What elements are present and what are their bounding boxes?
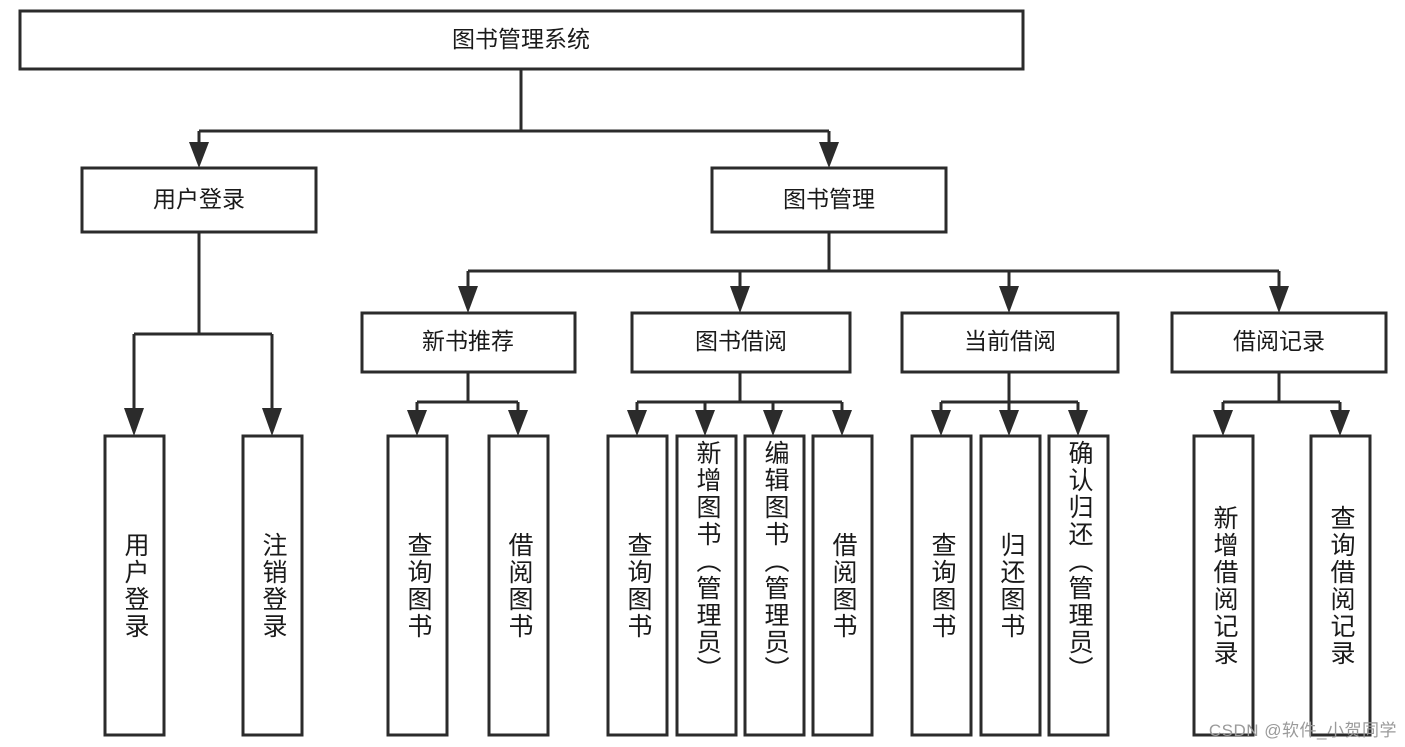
arrow-head-icon-br-leaf-1 <box>1213 410 1233 436</box>
connector-layer <box>124 69 1350 436</box>
node-root[interactable]: 图书管理系统 <box>18 9 1025 71</box>
node-borrow-record[interactable]: 借阅记录 <box>1170 311 1388 374</box>
leaf-rect-new-book-1[interactable] <box>386 434 449 737</box>
node-book-borrow-rect[interactable] <box>630 311 852 374</box>
arrow-head-icon-bb-leaf-3 <box>763 410 783 436</box>
node-new-book-recommend-label: 新书推荐 <box>422 328 514 354</box>
arrow-head-icon-nb-leaf-1 <box>407 410 427 436</box>
arrow-head-icon-l3-1 <box>458 286 478 313</box>
arrow-head-icon-cb-leaf-1 <box>931 410 951 436</box>
arrow-head-icon-user-login <box>189 142 209 168</box>
node-borrow-record-rect[interactable] <box>1170 311 1388 374</box>
leaf-rect-book-borrow-1[interactable] <box>606 434 669 737</box>
arrow-head-icon-ul-leaf-1 <box>124 408 144 436</box>
leaf-rect-borrow-record-2[interactable] <box>1309 434 1372 737</box>
arrow-head-icon-bb-leaf-4 <box>832 410 852 436</box>
leaf-rect-book-borrow-4[interactable] <box>811 434 874 737</box>
node-book-borrow[interactable]: 图书借阅 <box>630 311 852 374</box>
arrow-head-icon-nb-leaf-2 <box>508 410 528 436</box>
arrow-head-icon-l3-4 <box>1269 286 1289 313</box>
leaf-rect-book-borrow-3[interactable] <box>743 434 806 737</box>
node-book-manage-label: 图书管理 <box>783 186 875 212</box>
node-book-manage[interactable]: 图书管理 <box>710 166 948 234</box>
arrow-head-icon-ul-leaf-2 <box>262 408 282 436</box>
node-user-login-rect[interactable] <box>80 166 318 234</box>
leaf-rect-user-login-1[interactable] <box>103 434 166 737</box>
leaf-rect-current-borrow-1[interactable] <box>910 434 973 737</box>
node-root-label: 图书管理系统 <box>452 26 590 52</box>
leaf-rect-borrow-record-1[interactable] <box>1192 434 1255 737</box>
arrow-head-icon-br-leaf-2 <box>1330 410 1350 436</box>
leaf-rect-user-login-2[interactable] <box>241 434 304 737</box>
node-borrow-record-label: 借阅记录 <box>1233 328 1325 354</box>
arrow-head-icon-bb-leaf-1 <box>627 410 647 436</box>
watermark-label: CSDN @软件_小贺同学 <box>1208 721 1397 740</box>
node-user-login-label: 用户登录 <box>153 186 245 212</box>
node-book-manage-rect[interactable] <box>710 166 948 234</box>
node-root-rect[interactable] <box>18 9 1025 71</box>
arrow-head-icon-l3-2 <box>730 286 750 313</box>
node-current-borrow-rect[interactable] <box>900 311 1120 374</box>
arrow-head-icon-cb-leaf-2 <box>999 410 1019 436</box>
node-new-book-recommend-rect[interactable] <box>360 311 577 374</box>
node-current-borrow-label: 当前借阅 <box>964 328 1056 354</box>
node-new-book-recommend[interactable]: 新书推荐 <box>360 311 577 374</box>
arrow-head-icon-book-manage <box>819 142 839 168</box>
arrow-head-icon-cb-leaf-3 <box>1068 410 1088 436</box>
leaf-rect-new-book-2[interactable] <box>487 434 550 737</box>
node-book-borrow-label: 图书借阅 <box>695 328 787 354</box>
leaf-rect-current-borrow-2[interactable] <box>979 434 1042 737</box>
node-current-borrow[interactable]: 当前借阅 <box>900 311 1120 374</box>
leaf-rect-book-borrow-2[interactable] <box>675 434 738 737</box>
leaf-rect-current-borrow-3[interactable] <box>1047 434 1110 737</box>
node-user-login[interactable]: 用户登录 <box>80 166 318 234</box>
arrow-head-icon-l3-3 <box>999 286 1019 313</box>
arrow-head-icon-bb-leaf-2 <box>695 410 715 436</box>
